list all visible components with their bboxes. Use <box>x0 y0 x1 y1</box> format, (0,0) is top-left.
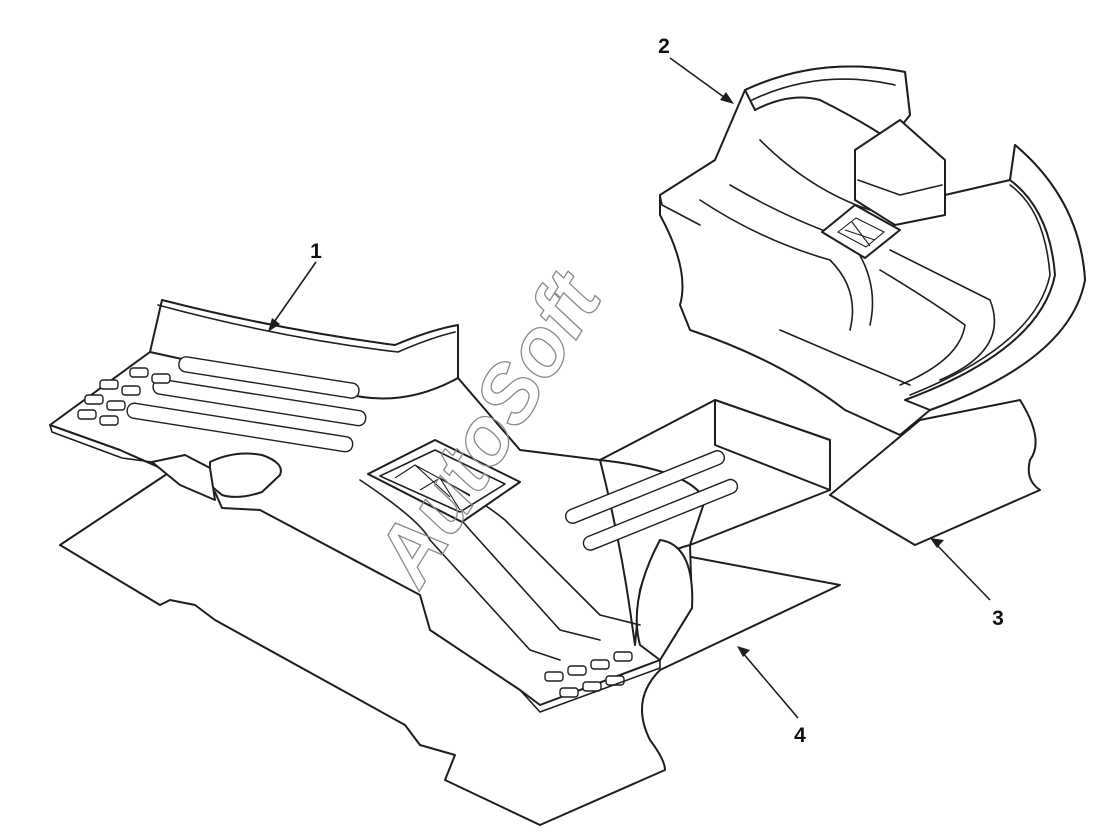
part-1-front-floor-mat <box>49 299 831 713</box>
callout-4: 4 <box>794 724 806 747</box>
part-3-rear-insulation-sheet <box>829 399 1041 546</box>
leader-4 <box>741 651 799 719</box>
callout-3: 3 <box>992 607 1004 630</box>
leader-3 <box>934 542 991 601</box>
rear-drain-plug <box>821 204 901 259</box>
leader-2 <box>669 57 729 101</box>
grip-pads-left <box>77 367 171 426</box>
leader-1 <box>271 261 317 326</box>
front-drain-plug <box>367 439 521 523</box>
callout-2: 2 <box>658 35 670 58</box>
callout-1: 1 <box>310 240 322 263</box>
leader-lines <box>271 57 991 719</box>
grip-pads-right <box>544 651 633 698</box>
part-2-rear-floor-mat <box>659 65 1086 436</box>
leader-arrowheads <box>268 92 944 657</box>
